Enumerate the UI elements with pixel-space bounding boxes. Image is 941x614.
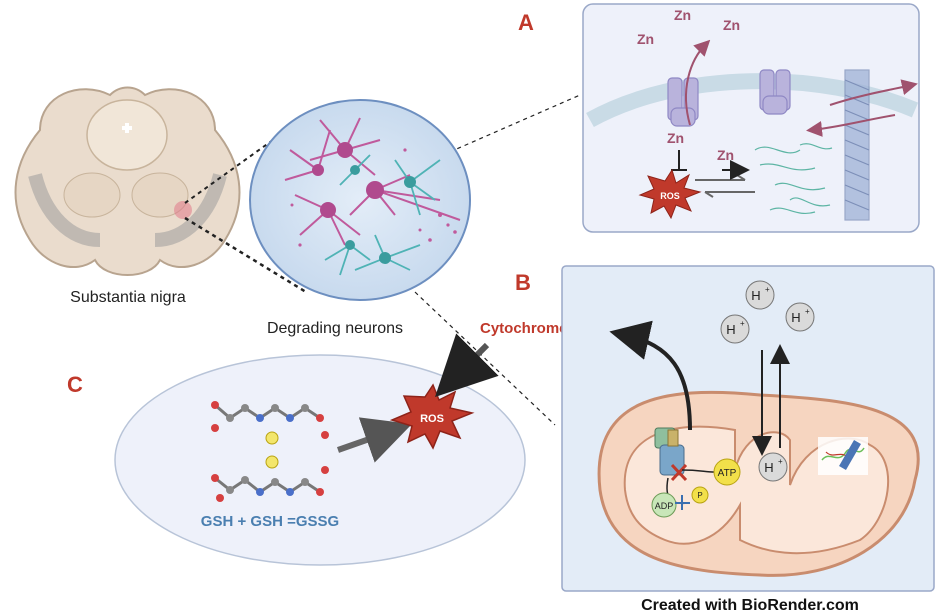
ros-label-a: ROS [660,191,680,201]
protein-fibrils [754,143,833,214]
sulfur-atom-bottom [265,455,279,469]
panel-c: GSH + GSH =GSSG ROS [114,354,526,566]
midbrain-section [14,86,241,276]
protein-inset [818,437,868,475]
zn-label-4: Zn [667,130,684,146]
svg-text:+: + [765,285,770,294]
amyloid-pore [844,69,870,221]
zinc-influx-arrow [685,39,711,126]
inhibition-x [670,463,688,482]
svg-text:+: + [740,319,745,328]
cytochrome-release-arrow [609,320,692,431]
cell-membrane [586,73,919,127]
highlighted-region [174,201,192,219]
svg-text:+: + [805,307,810,316]
svg-text:H: H [791,310,800,325]
pink-neuron-bodies [312,142,384,218]
zn-label-3: Zn [723,17,740,33]
ros-label-c: ROS [420,413,444,425]
svg-text:+: + [778,457,783,466]
atp-label: ATP [718,468,737,479]
gsh-to-ros-arrow [337,417,412,463]
cytochrome-to-ros-arrow [435,333,499,397]
zn-label-5: Zn [717,147,734,163]
biorender-credit: Created with BioRender.com [641,597,859,614]
svg-text:H: H [764,460,773,475]
atp-synthase [654,427,685,476]
zinc-channel-2 [759,69,791,115]
panel-a: Zn Zn Zn Zn Zn ROS [582,3,920,233]
phosphate-label: P [697,491,702,500]
panel-b-letter: B [515,270,531,295]
neuron-circle [249,99,471,301]
svg-text:H: H [751,288,760,303]
adp-label: ADP [655,501,674,511]
gsh-molecule-bottom [211,455,329,502]
gsh-equation: GSH + GSH =GSSG [201,513,339,530]
ros-burst-a [638,168,702,220]
degrading-neurons-label: Degrading neurons [267,320,403,337]
svg-text:H: H [726,322,735,337]
zinc-inhibition-bar [671,150,687,171]
gsh-molecule-top [211,401,329,445]
adp-molecule [651,492,677,518]
plus-sign [675,495,690,510]
atp-molecule [713,458,741,486]
substantia-nigra-label: Substantia nigra [70,289,186,306]
panel-c-letter: C [67,372,83,397]
pore-arrow-in [806,114,896,137]
panel-b: H + H + H + H + ATP ADP [561,265,935,592]
proton-cluster: H + H + H + H + [720,280,815,482]
teal-neuron-bodies [345,165,416,264]
sulfur-atom-top [265,431,279,445]
cytochrome-c-label: Cytochrome C [480,320,583,337]
zn-label-1: Zn [674,7,691,23]
pore-arrow-out [829,79,918,106]
atp-connector [681,469,716,473]
phosphate-molecule [691,486,709,504]
panel-a-letter: A [518,10,534,35]
zn-label-2: Zn [637,31,654,47]
